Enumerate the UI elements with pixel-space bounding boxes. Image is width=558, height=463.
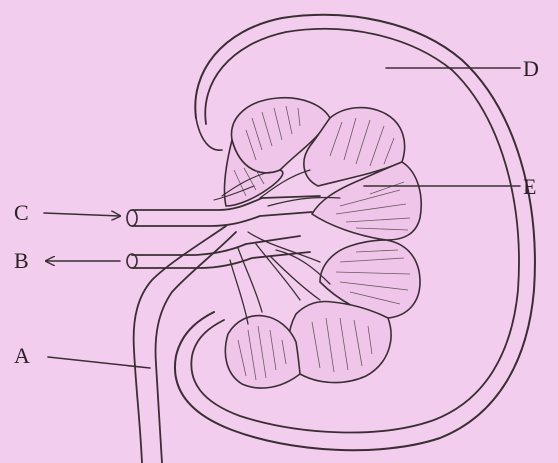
label-B: B	[14, 248, 29, 273]
pyramid-5	[289, 302, 391, 383]
label-C: C	[14, 200, 29, 225]
capsule-hilum-top	[196, 118, 222, 150]
pyramid-6	[225, 316, 300, 388]
label-A: A	[14, 343, 30, 368]
label-D: D	[523, 56, 539, 81]
label-E: E	[523, 174, 536, 199]
arrow-C	[44, 213, 120, 216]
